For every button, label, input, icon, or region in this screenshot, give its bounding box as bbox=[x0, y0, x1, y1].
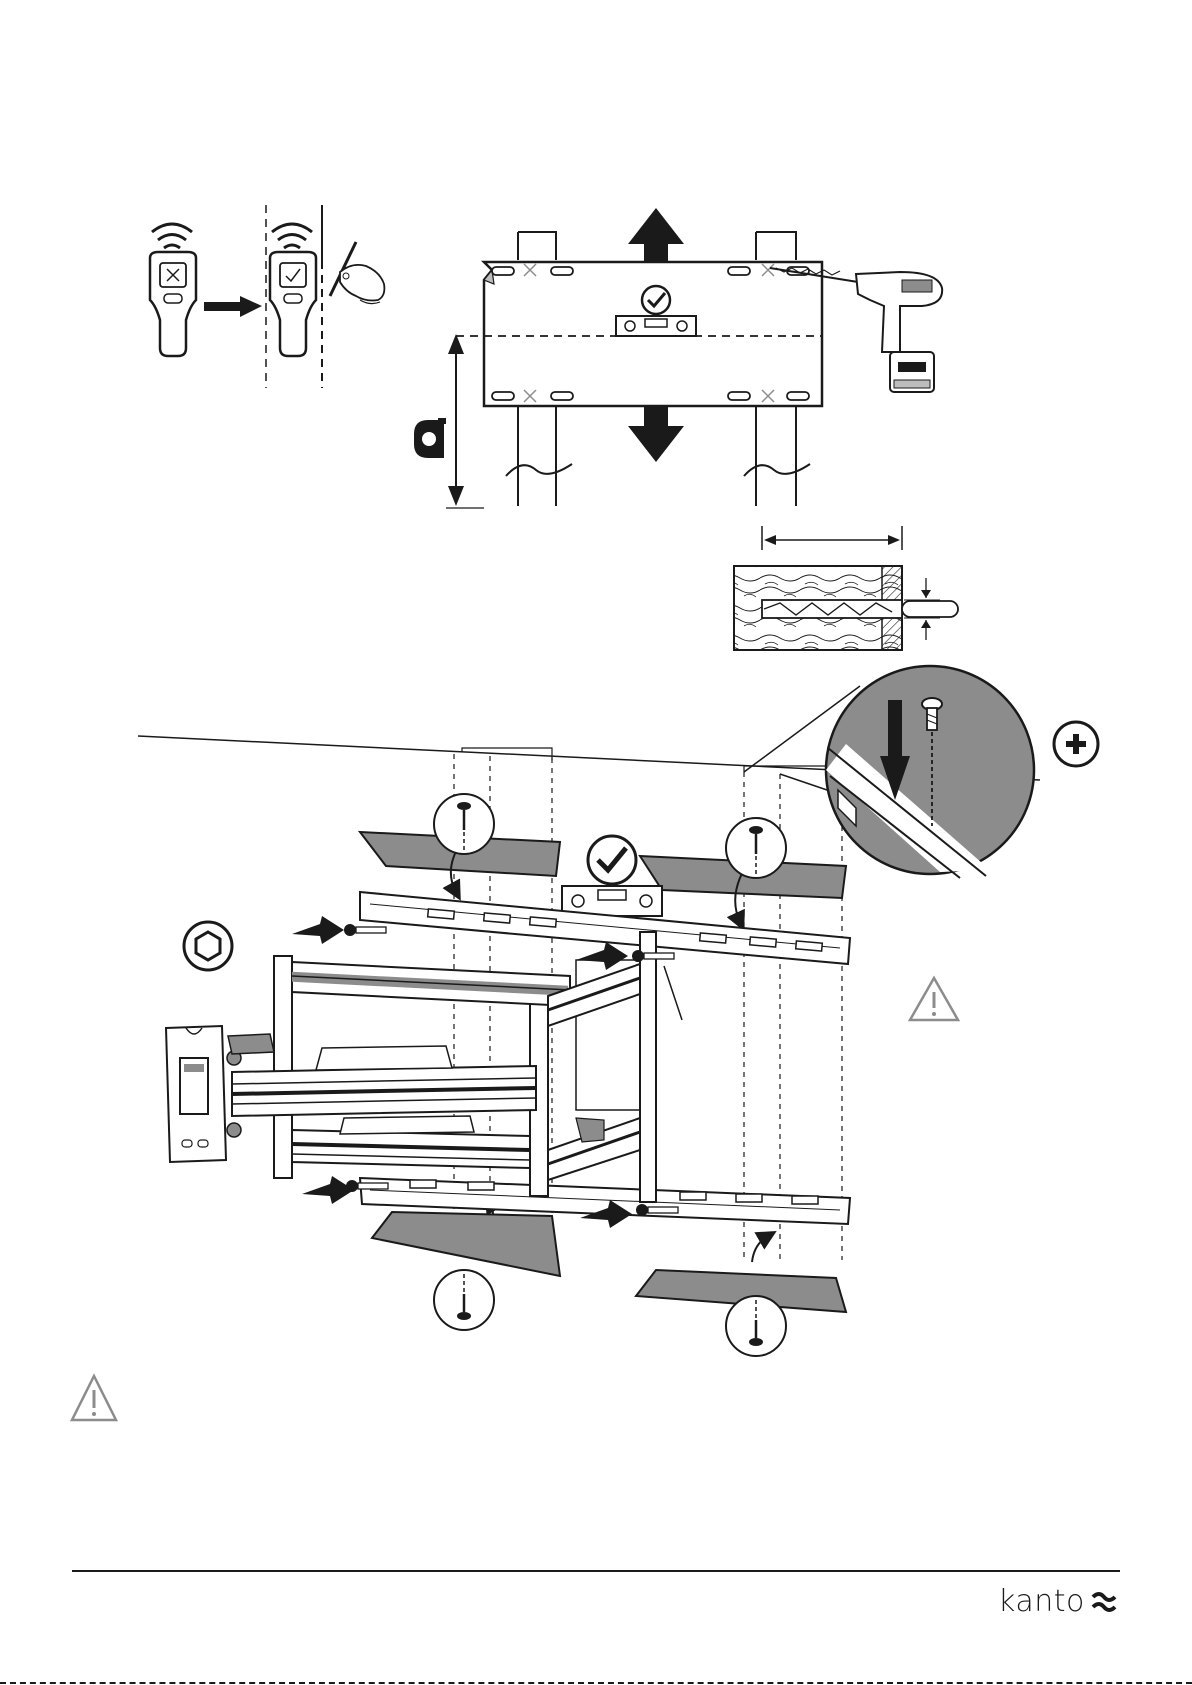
kanto-wave-logo-icon bbox=[1091, 1591, 1117, 1613]
bottom-cover-left bbox=[372, 1212, 560, 1276]
screw-detail-bottom-right bbox=[726, 1296, 786, 1356]
check-circle-icon bbox=[642, 286, 670, 314]
warning-bottom-icon bbox=[72, 1376, 116, 1420]
phillips-head-icon bbox=[1054, 722, 1098, 766]
screw-detail-bottom-left bbox=[434, 1270, 494, 1330]
brand-name: kanto bbox=[998, 1587, 1085, 1617]
arrow-right-icon bbox=[204, 296, 262, 317]
pencil-hand-icon bbox=[330, 242, 384, 304]
screw-detail-top-right bbox=[726, 818, 786, 878]
wall-plate-layout bbox=[414, 208, 942, 508]
mount-assembly bbox=[138, 666, 1098, 1356]
hex-socket-icon bbox=[184, 922, 232, 970]
bubble-level-icon bbox=[616, 316, 696, 336]
screw-detail-top-left bbox=[434, 794, 494, 854]
stud-finder-cross-icon bbox=[150, 224, 196, 356]
stud-finder-check-icon bbox=[270, 224, 316, 356]
footer-divider bbox=[72, 1570, 1120, 1572]
articulating-arms bbox=[228, 956, 640, 1196]
mount-check-circle-icon bbox=[588, 836, 636, 884]
drill-depth-detail bbox=[734, 526, 958, 650]
stud-finder-step bbox=[150, 205, 384, 388]
warning-icon bbox=[910, 978, 958, 1020]
page-edge bbox=[0, 1682, 1192, 1684]
arrow-up-icon bbox=[628, 208, 684, 262]
tape-measure-icon bbox=[414, 418, 446, 458]
arrow-down-icon bbox=[628, 406, 684, 462]
brand-logo: kanto bbox=[998, 1582, 1117, 1622]
zoom-detail bbox=[744, 666, 1034, 878]
